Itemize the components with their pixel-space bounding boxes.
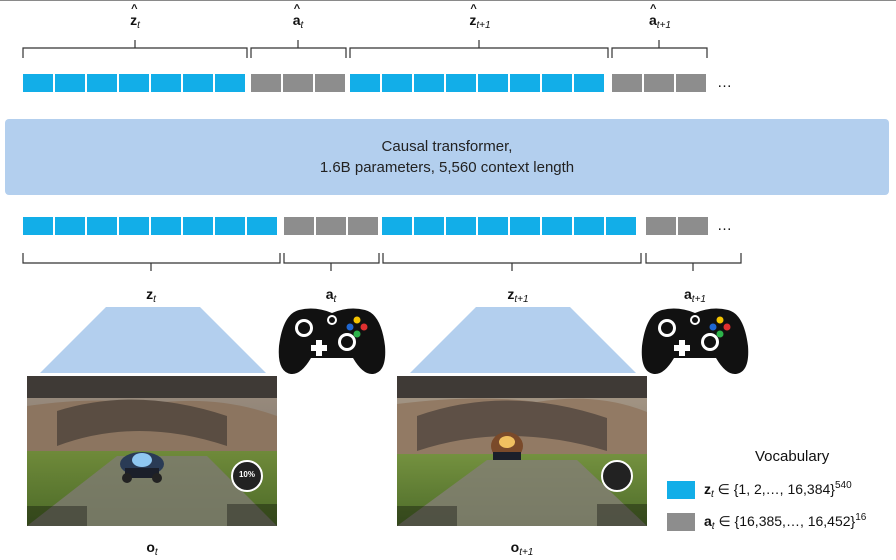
a-token: [676, 74, 706, 92]
z-token: [183, 217, 213, 235]
z-token: [542, 74, 572, 92]
z-token: [446, 74, 476, 92]
label-zhat-t: zt: [105, 3, 165, 31]
z-token: [510, 74, 540, 92]
a-token: [315, 74, 345, 92]
a-swatch: [667, 513, 695, 531]
z-token: [574, 74, 604, 92]
z-token: [414, 217, 444, 235]
a-token: [284, 217, 314, 235]
z-token: [87, 74, 117, 92]
z-token: [23, 74, 53, 92]
z-token: [215, 217, 245, 235]
xbox-controller-icon: [641, 308, 749, 375]
z-token: [183, 74, 213, 92]
label-a-t1: at+1: [684, 286, 706, 305]
causal-transformer-block: Causal transformer, 1.6B parameters, 5,5…: [5, 119, 889, 195]
z-token: [55, 217, 85, 235]
a-token: [678, 217, 708, 235]
label-a-t: at: [325, 286, 337, 305]
vocabulary-title: Vocabulary: [755, 448, 830, 465]
z-token: [119, 217, 149, 235]
z-token: [478, 217, 508, 235]
a-token: [316, 217, 346, 235]
vocab-z-text: zt ∈ {1, 2,…, 16,384}540: [704, 480, 852, 500]
encoder-trapezoid-t1: [410, 307, 636, 373]
z-token: [350, 74, 380, 92]
z-token: [542, 217, 572, 235]
game-frame-t1: [397, 376, 647, 526]
vocab-row-a: at ∈ {16,385,…, 16,452}16: [667, 512, 867, 532]
hud-percent: 10%: [238, 470, 255, 479]
a-token: [251, 74, 281, 92]
label-z-t1: zt+1: [507, 286, 529, 305]
z-token: [414, 74, 444, 92]
a-token: [348, 217, 378, 235]
z-swatch: [667, 481, 695, 499]
a-token: [283, 74, 313, 92]
transformer-line-1: Causal transformer,: [381, 138, 513, 155]
z-token: [55, 74, 85, 92]
a-token: [646, 217, 676, 235]
z-token: [510, 217, 540, 235]
top-rule: [0, 0, 896, 1]
z-token: [606, 217, 636, 235]
transformer-line-2: 1.6B parameters, 5,560 context length: [319, 159, 575, 176]
bottom-ellipsis: …: [717, 217, 732, 234]
label-o-t1: ot+1: [510, 539, 534, 558]
label-zhat-t1: zt+1: [450, 3, 510, 31]
label-ahat-t1: at+1: [630, 3, 690, 31]
label-ahat-t: at: [268, 3, 328, 31]
input-token-row: [23, 217, 713, 235]
z-token: [87, 217, 117, 235]
z-token: [382, 217, 412, 235]
a-token: [612, 74, 642, 92]
vocab-row-z: zt ∈ {1, 2,…, 16,384}540: [667, 480, 852, 500]
a-token: [644, 74, 674, 92]
z-token: [574, 217, 604, 235]
z-token: [478, 74, 508, 92]
top-ellipsis: …: [717, 74, 732, 91]
bottom-braces: [22, 253, 742, 271]
top-braces: [22, 40, 708, 58]
predicted-token-row: [23, 74, 713, 92]
encoder-trapezoid-t: [40, 307, 266, 373]
vocab-a-text: at ∈ {16,385,…, 16,452}16: [704, 512, 867, 532]
z-token: [151, 74, 181, 92]
game-frame-t: 10%: [27, 376, 277, 526]
z-token: [215, 74, 245, 92]
label-z-t: zt: [146, 286, 156, 305]
z-token: [382, 74, 412, 92]
z-token: [151, 217, 181, 235]
label-o-t: ot: [146, 539, 158, 558]
xbox-controller-icon: [278, 308, 386, 375]
z-token: [23, 217, 53, 235]
z-token: [119, 74, 149, 92]
z-token: [247, 217, 277, 235]
z-token: [446, 217, 476, 235]
